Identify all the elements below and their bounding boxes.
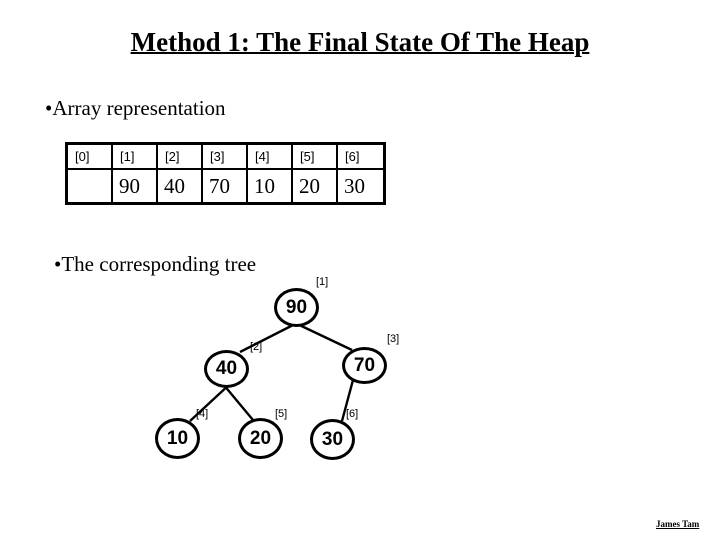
array-index-header: [6] <box>338 145 383 170</box>
tree-node-value: 70 <box>353 354 376 376</box>
array-value-cell: 90 <box>113 170 158 202</box>
tree-node-30: 30 <box>310 419 355 460</box>
array-value-cell: 10 <box>248 170 293 202</box>
array-index-header: [1] <box>113 145 158 170</box>
slide-title: Method 1: The Final State Of The Heap <box>0 26 720 58</box>
tree-node-90: 90 <box>274 288 319 327</box>
tree-node-value: 40 <box>215 358 238 379</box>
bullet-icon: • <box>45 96 53 120</box>
array-value-cell: 70 <box>203 170 248 202</box>
array-value-cell: 20 <box>293 170 338 202</box>
array-value-cell: 40 <box>158 170 203 202</box>
tree-node-index-label: [2] <box>250 341 263 353</box>
tree-node-value: 90 <box>285 296 308 318</box>
tree-node-index-label: [3] <box>387 333 400 345</box>
array-representation-table: [0] [1] [2] [3] [4] [5] [6] 90 40 70 10 … <box>65 142 386 205</box>
tree-node-value: 30 <box>321 428 344 450</box>
array-index-header: [0] <box>68 145 113 170</box>
tree-edge-90-40 <box>239 320 300 354</box>
array-value-cell: 30 <box>344 173 365 198</box>
tree-node-value: 20 <box>249 427 272 449</box>
array-index-header: [3] <box>203 145 248 170</box>
bullet-label-array-representation: Array representation <box>52 96 226 120</box>
tree-edge-70-30 <box>340 379 355 422</box>
tree-edge-40-20 <box>222 383 254 421</box>
array-index-header: [2] <box>158 145 203 170</box>
tree-edge-40-10 <box>189 382 232 422</box>
tree-node-index-label: [6] <box>346 408 359 420</box>
bullet-line-array-representation: •Array representation <box>45 96 226 121</box>
tree-node-index-label: [1] <box>316 276 329 288</box>
array-index-header: [5] <box>293 145 338 170</box>
bullet-label-corresponding-tree: The corresponding tree <box>61 252 257 276</box>
tree-node-40: 40 <box>204 350 249 388</box>
footer-author: James Tam <box>656 519 700 529</box>
tree-node-10: 10 <box>155 418 200 459</box>
bullet-line-corresponding-tree: •The corresponding tree <box>54 252 256 277</box>
tree-node-index-label: [5] <box>275 408 288 420</box>
tree-node-value: 10 <box>166 427 189 449</box>
bullet-icon: • <box>54 252 62 276</box>
array-value-cell <box>68 170 113 202</box>
tree-node-index-label: [4] <box>196 408 209 420</box>
slide-title-text: Method 1: The Final State Of The Heap <box>130 27 590 57</box>
array-index-header: [4] <box>248 145 293 170</box>
tree-edge-90-70 <box>292 320 353 352</box>
tree-node-70: 70 <box>342 347 387 384</box>
tree-node-20: 20 <box>238 418 283 459</box>
